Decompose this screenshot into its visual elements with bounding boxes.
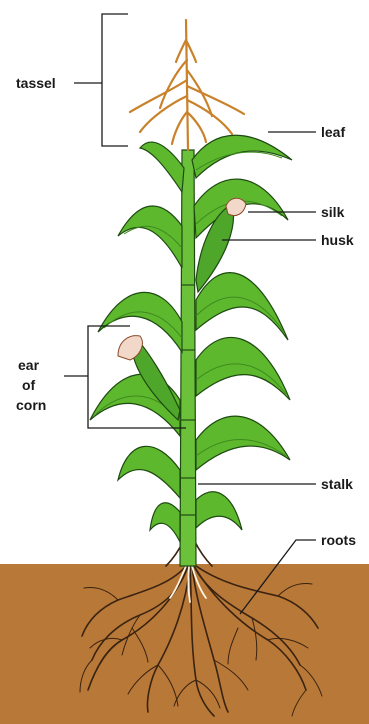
stalk-drawing bbox=[180, 150, 196, 566]
label-ear-line1: ear bbox=[18, 357, 40, 373]
label-ear-line3: corn bbox=[16, 397, 46, 413]
label-roots: roots bbox=[321, 532, 356, 548]
label-tassel: tassel bbox=[16, 75, 56, 91]
label-stalk: stalk bbox=[321, 476, 353, 492]
label-husk: husk bbox=[321, 232, 354, 248]
label-leaf: leaf bbox=[321, 124, 345, 140]
label-silk: silk bbox=[321, 204, 345, 220]
soil bbox=[0, 564, 369, 724]
label-ear-line2: of bbox=[22, 377, 36, 393]
tassel-drawing bbox=[130, 20, 244, 150]
